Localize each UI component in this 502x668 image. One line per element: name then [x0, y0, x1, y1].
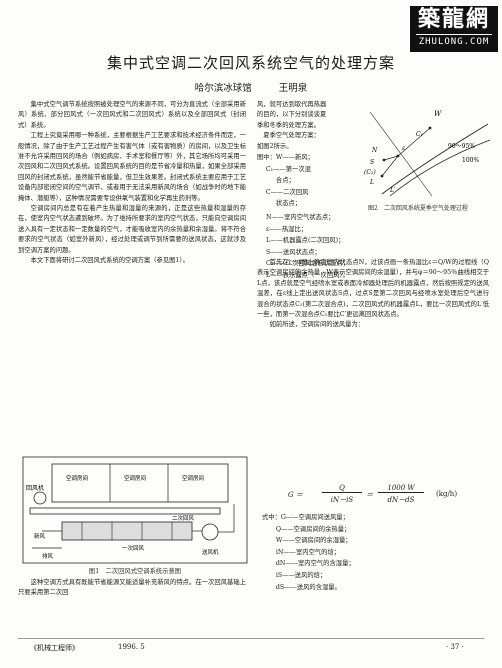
figure-1-caption: 图1 二次回风式空调系统示意图: [88, 568, 182, 575]
formula-num-1: Q: [322, 484, 362, 493]
point-W: W: [434, 110, 442, 118]
definition-item: C₁——第一次混: [265, 165, 311, 173]
paragraph: 工程上究竟采用哪一种系统，主要根据生产工艺要求和技术经济条件而定，一般情况，除了…: [18, 132, 246, 202]
formula-den-2: dN－dS: [387, 496, 415, 504]
left-column: 集中式空气调节系统按照被处理空气的来源不同，可分为直流式（全部采用新风）系统、部…: [18, 100, 246, 267]
label-first-return: 一次回风: [122, 544, 145, 552]
label-exhaust: 排风: [42, 552, 54, 560]
definition-item: dS——送风的含湿量。: [275, 583, 341, 591]
formula-den-1: iN－iS: [330, 496, 354, 504]
definition-item: N——室内空气状态点；: [266, 214, 335, 221]
label-room-2: 空调房间: [124, 474, 146, 482]
figure-2-diagram: W C₁ N ε S (C₂) L L′ 90～95% 100%: [364, 110, 491, 197]
point-C1: C₁: [416, 131, 423, 138]
site-logo: 築龍網 ZHULONG.COM: [410, 6, 498, 52]
paragraph: 首先在i－d图上确定室内状态点N，过该点画一条热湿比ε＝Q/W的过程线（Q表示空…: [257, 259, 489, 319]
definition-item: W——空调房间的余湿量；: [275, 537, 352, 545]
label-room-1: 空调房间: [66, 474, 88, 482]
label-supply-fan: 送风机: [202, 548, 219, 556]
footer-journal: 《机械工程师》: [30, 644, 79, 652]
definitions-2: 式中：G——空调房间送风量； Q——空调房间的余热量； W——空调房间的余湿量；…: [262, 512, 488, 593]
definition-item: iN——室内空气的焓；: [275, 548, 341, 556]
label-phi: 90～95%: [448, 143, 475, 150]
point-L: L: [369, 179, 374, 186]
text-line: 季和冬季的处理方案。: [257, 121, 320, 129]
paragraph: 这种空调方式具有既能节省能源又能适量补充新风的特点。在一次回风基础上只要采用第二…: [18, 579, 246, 597]
formula-unit: (kg/h): [436, 490, 458, 498]
point-Lprime: L′: [389, 187, 396, 194]
label-second-return: 二次回风: [172, 514, 195, 522]
definition-item: C₂——二次回风混合状态点；: [266, 260, 349, 268]
paragraph: 集中式空气调节系统按照被处理空气的来源不同，可分为直流式（全部采用新风）系统、部…: [18, 101, 246, 129]
label-epsilon: ε: [402, 145, 405, 152]
definitions-1b: N——室内空气状态点； ε——热湿比； L——机器露点(二次回风)； S——送风…: [266, 212, 492, 282]
text-line: 风，就可达到取代再热器: [257, 101, 327, 108]
point-N: N: [371, 147, 378, 154]
right-main-text: 首先在i－d图上确定室内状态点N，过该点画一条热湿比ε＝Q/W的过程线（Q表示空…: [257, 258, 489, 331]
paragraph: 如前所述，空调房间的送风量为：: [269, 321, 365, 329]
definition-item: dN——室内空气的含湿量；: [275, 560, 355, 568]
text-line: 的目的，以下分别谈谈夏: [257, 111, 327, 119]
paragraph: 空调房间内总是有在着产生热量和湿量的来源的，正是这些热量和湿量的存在，使室内空气…: [18, 205, 246, 254]
right-top-text: 风，就可达到取代再热器 的目的，以下分别谈谈夏 季和冬季的处理方案。 夏季空气处…: [257, 100, 367, 152]
definition-item: L——机器露点(二次回风)；: [266, 237, 345, 245]
author-name: 王明泉: [278, 83, 308, 94]
definition-item: S——送风状态点；: [266, 248, 321, 256]
definition-item: 合点；: [275, 177, 295, 185]
formula-eq: ＝: [366, 491, 373, 499]
label-100: 100%: [462, 157, 479, 164]
label-fresh-air: 新风: [34, 532, 46, 540]
definition-item: iS——送风的焓；: [275, 571, 327, 579]
definition-item: L——表示露点（一次回风）。: [266, 271, 349, 279]
logo-english: ZHULONG.COM: [416, 34, 492, 49]
definition-item: 式中：G——空调房间送风量；: [262, 514, 349, 521]
flow-formula: G ＝ Q iN－iS ＝ 1000 W dN－dS (kg/h): [262, 484, 490, 506]
point-C2: (C₂): [364, 169, 376, 176]
figure-1-diagram: 回风机 空调房间 空调房间 空调房间 二次回风 一次回风 新风 排风 送风机: [22, 456, 248, 564]
definition-item: ε——热湿比；: [266, 225, 308, 233]
author-org: 哈尔滨冰球馆: [194, 83, 252, 94]
definition-item: Q——空调房间的余热量；: [275, 525, 351, 533]
page-number: · 37 ·: [446, 643, 464, 651]
paragraph: 本文下面将研讨二次回风式系统的空调方案（参见图1）。: [30, 257, 189, 265]
left-bottom-text: 这种空调方式具有既能节省能源又能适量补充新风的特点。在一次回风基础上只要采用第二…: [18, 578, 246, 599]
footer-rule: [18, 638, 484, 639]
label-return-fan: 回风机: [26, 484, 44, 492]
point-S: S: [370, 159, 374, 166]
summer-heading: 夏季空气处理方案：: [263, 132, 320, 140]
logo-chinese: 築龍網: [417, 7, 490, 32]
label-room-3: 空调房间: [182, 474, 204, 482]
formula-lhs: G ＝: [288, 491, 303, 499]
definition-item: 图中：W——新风；: [257, 154, 314, 161]
formula-num-2: 1000 W: [378, 484, 424, 493]
byline: 哈尔滨冰球馆 王明泉: [0, 80, 502, 94]
definition-item: C——二次回风: [265, 188, 309, 196]
summer-fig-ref: 如图2所示。: [257, 142, 293, 150]
article-title: 集中式空调二次回风系统空气的处理方案: [106, 54, 395, 72]
definitions-1: 图中：W——新风； C₁——第一次混 合点； C——二次回风 状态点；: [257, 152, 489, 210]
footer-year: 1996. 5: [118, 643, 145, 651]
figure-2-caption: 图2 二次回风系统夏季空气处理过程: [368, 205, 468, 212]
definition-item: 状态点；: [275, 200, 302, 208]
